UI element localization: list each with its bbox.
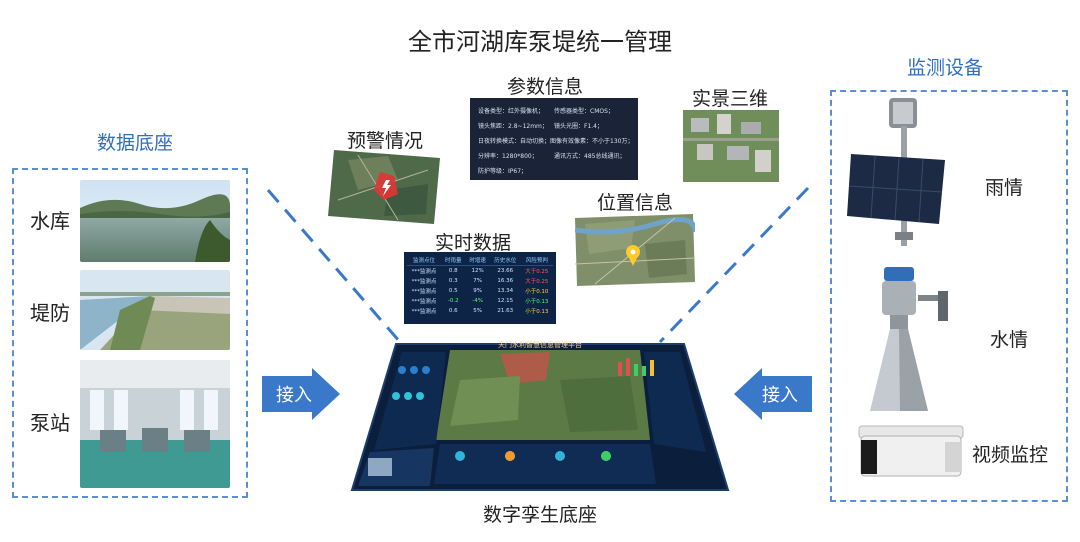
param-cell: 日夜转换模式：自动切换； xyxy=(478,138,551,145)
left-item-label-dike: 堤防 xyxy=(30,301,70,325)
page-title: 全市河湖库泵堤统一管理 xyxy=(408,28,672,56)
param-cell: 防护等级：IP67； xyxy=(478,168,528,175)
param-cell: 镜头光圈：F1.4； xyxy=(554,123,603,130)
realtime-table-cell: 0.3 xyxy=(448,278,458,284)
realtime-table-cell: ***监测点 xyxy=(411,269,437,275)
realtime-table-row: ***监测点 0.5 9% 13.34 小于0.10 xyxy=(407,286,553,296)
realtime-table-cell: 7% xyxy=(473,278,482,284)
param-cell xyxy=(554,164,630,179)
reservoir-photo xyxy=(80,180,230,262)
connect-arrow-left xyxy=(262,368,340,420)
platform-title: 天门水利智慧信息管理平台 xyxy=(498,341,582,349)
realtime-table-cell: 12.15 xyxy=(497,298,514,304)
realtime-table-header: 时增速 xyxy=(465,255,490,266)
realtime-table-header: 风险预判 xyxy=(520,255,553,266)
right-panel-title: 监测设备 xyxy=(906,57,983,79)
realtime-table-cell: 小于0.13 xyxy=(525,299,549,305)
realtime-table-cell: 0.5 xyxy=(448,288,458,294)
realtime-table-cell: ***监测点 xyxy=(411,279,437,285)
connect-arrow-left-label: 接入 xyxy=(276,385,312,406)
realtime-table-cell: ***监测点 xyxy=(411,299,437,305)
connect-arrow-right-label: 接入 xyxy=(762,385,798,406)
water-level-radar-device xyxy=(860,265,950,415)
digital-twin-base-label: 数字孪生底座 xyxy=(482,504,597,526)
realtime-table: 监测点位时雨量时增速历史水位风险预判 ***监测点 0.8 12% 23.66 大于0.… xyxy=(404,252,556,324)
param-cell: 图像有效像素：不小于130万； xyxy=(550,138,634,145)
realtime-table-cell: 大于0.25 xyxy=(525,269,549,275)
realtime-table-row: ***监测点 -0.2 -4% 12.15 小于0.13 xyxy=(407,296,553,306)
realtime-table-cell: ***监测点 xyxy=(411,309,437,315)
realtime-table-row: ***监测点 0.3 7% 16.36 大于0.25 xyxy=(407,276,553,286)
realtime-table-header: 历史水位 xyxy=(489,255,521,266)
scene3d-card-title: 实景三维 xyxy=(691,88,768,110)
rain-gauge-device xyxy=(845,96,955,248)
realtime-table-cell: ***监测点 xyxy=(411,289,437,295)
left-item-label-pump-station: 泵站 xyxy=(30,411,70,435)
realtime-table-cell: 12% xyxy=(471,268,484,274)
left-panel-title: 数据底座 xyxy=(96,132,173,154)
right-item-label-rain: 雨情 xyxy=(985,177,1024,199)
param-cell: 镜头焦距：2.8~12mm； xyxy=(478,123,548,130)
realtime-table-cell: 21.63 xyxy=(497,308,514,314)
video-camera-device xyxy=(855,424,965,484)
realtime-table-cell: 0.6 xyxy=(448,308,458,314)
left-item-label-reservoir: 水库 xyxy=(30,209,70,233)
realtime-table-cell: 小于0.13 xyxy=(525,309,549,315)
realtime-table-cell: -0.2 xyxy=(447,298,459,304)
realtime-table-header: 监测点位 xyxy=(407,255,442,266)
realtime-table-cell: 23.66 xyxy=(497,268,514,274)
param-cell: 通讯方式：485总线通讯； xyxy=(554,153,626,160)
connect-arrow-right xyxy=(734,368,812,420)
dike-photo xyxy=(80,270,230,350)
realtime-table-cell: 0.8 xyxy=(448,268,458,274)
param-cell: 传感器类型：CMOS； xyxy=(554,108,614,115)
right-panel-box xyxy=(830,90,1068,502)
right-item-label-water: 水情 xyxy=(990,329,1029,351)
location-map-image xyxy=(574,214,698,286)
realtime-table-header: 时雨量 xyxy=(441,255,466,266)
right-item-label-video: 视频监控 xyxy=(972,444,1049,466)
left-panel-box xyxy=(12,168,248,498)
realtime-table-row: ***监测点 0.6 5% 21.63 小于0.13 xyxy=(407,306,553,316)
realtime-table-cell: 9% xyxy=(473,288,482,294)
realtime-table-cell: 小于0.10 xyxy=(525,289,549,295)
params-card-title: 参数信息 xyxy=(506,76,583,98)
digital-twin-dashboard xyxy=(350,340,730,492)
location-card-title: 位置信息 xyxy=(596,192,673,214)
realtime-table-cell: 5% xyxy=(473,308,482,314)
realtime-table-cell: 13.34 xyxy=(497,288,514,294)
realtime-table-cell: 大于0.25 xyxy=(525,279,549,285)
param-cell: 分辨率：1280*800； xyxy=(478,153,538,160)
scene3d-image xyxy=(683,110,779,182)
realtime-table-cell: 16.36 xyxy=(497,278,514,284)
warning-map-image xyxy=(328,150,440,224)
realtime-table-row: ***监测点 0.8 12% 23.66 大于0.25 xyxy=(407,266,553,277)
realtime-card-title: 实时数据 xyxy=(434,232,511,254)
pump-station-photo xyxy=(80,360,230,488)
params-panel: 设备类型：红外摄像机； 传感器类型：CMOS； 镜头焦距：2.8~12mm； 镜头光… xyxy=(470,98,638,180)
warning-card-title: 预警情况 xyxy=(346,130,423,152)
param-cell: 设备类型：红外摄像机； xyxy=(478,108,545,115)
realtime-table-cell: -4% xyxy=(472,298,483,304)
